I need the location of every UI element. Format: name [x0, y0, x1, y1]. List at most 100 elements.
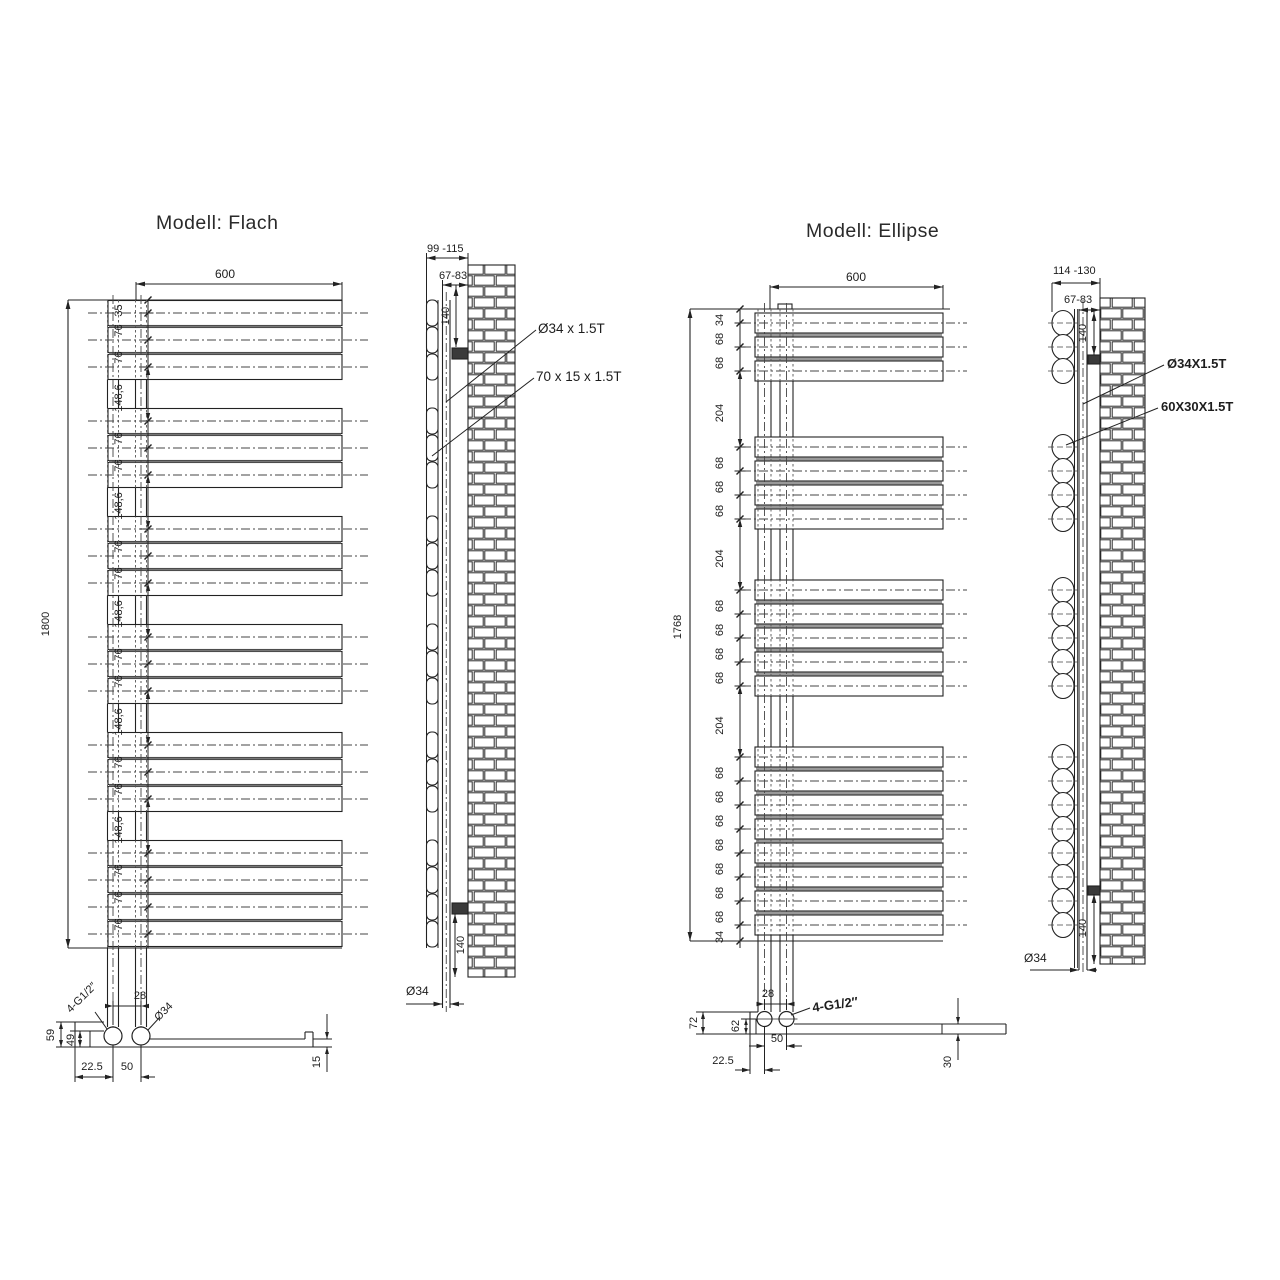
thread-label: 4-G1/2″ — [64, 980, 99, 1015]
dim-label-flach: 35 — [113, 304, 125, 316]
dim-arrow — [452, 914, 458, 923]
dim-arrow — [105, 1074, 113, 1080]
dim-arrow — [325, 1047, 329, 1054]
pipe-connection — [103, 1026, 123, 1046]
dim-arrow — [1087, 967, 1096, 973]
bar-side-section — [425, 515, 439, 543]
dia-label: Ø34 — [152, 1000, 175, 1023]
dim-arrow — [145, 367, 151, 375]
line — [144, 336, 152, 344]
dim-label-ellipse: 68 — [714, 791, 726, 803]
bar-side-section — [425, 650, 439, 678]
dim-arrow — [744, 1028, 748, 1034]
dim-arrow — [701, 1027, 705, 1034]
tube-spec-label: Ø34X1.5T — [1167, 356, 1226, 371]
dim-arrow — [136, 281, 145, 287]
bar-side-section — [425, 461, 439, 489]
bar-side-section — [425, 677, 439, 705]
bar-gap — [109, 865, 341, 868]
dim-arrow — [450, 1001, 459, 1007]
line — [144, 930, 152, 938]
dim-arrow — [1091, 894, 1097, 903]
thread-label: 4-G1/2″ — [811, 994, 859, 1015]
step-height-label: 49 — [65, 1034, 77, 1046]
dim-label-flach: 76 — [113, 918, 125, 930]
brick-wall — [467, 264, 516, 978]
dim-arrow — [459, 282, 468, 288]
width-label: 600 — [215, 267, 235, 281]
dim-label-flach: 76 — [113, 675, 125, 687]
title-flach: Modell: Flach — [156, 212, 278, 234]
bar-gap — [756, 333, 942, 337]
dim-label-ellipse: 68 — [714, 357, 726, 369]
title-ellipse: Modell: Ellipse — [806, 220, 939, 242]
dim-label-ellipse: 68 — [714, 887, 726, 899]
dim-arrow — [78, 1031, 82, 1038]
bracket-dim-label: 140 — [1077, 919, 1089, 937]
dim-label-flach: 76 — [113, 756, 125, 768]
height-label: 59 — [45, 1029, 57, 1041]
bar-gap — [756, 624, 942, 628]
dim-arrow — [737, 686, 743, 694]
wall-offset-label: 114 -130 — [1053, 265, 1096, 277]
wall-bracket — [1087, 885, 1101, 896]
line — [736, 610, 744, 618]
bar-gap — [756, 815, 942, 819]
dim-arrow — [459, 255, 468, 261]
bar-side-section — [425, 839, 439, 867]
line — [736, 873, 744, 881]
dim-label-flach: 76 — [113, 783, 125, 795]
bar-gap — [756, 505, 942, 509]
wall-bracket — [1087, 354, 1101, 365]
dim-arrow — [75, 1074, 83, 1080]
bar-gap — [756, 863, 942, 867]
dim-arrow — [426, 255, 436, 261]
dim-arrow — [956, 1017, 960, 1024]
dim-label-ellipse: 68 — [714, 672, 726, 684]
overall-height-label: 1800 — [40, 612, 52, 636]
dim-arrow — [786, 1043, 795, 1049]
line — [144, 444, 152, 452]
bar-gap — [109, 784, 341, 787]
offset-label: 22.5 — [81, 1061, 102, 1073]
bracket-dim-label: 140 — [440, 307, 452, 325]
dim-arrow — [78, 1040, 82, 1047]
dim-label-ellipse: 68 — [714, 648, 726, 660]
line — [1065, 407, 1159, 446]
dim-arrow — [744, 1019, 748, 1025]
dim-arrow — [770, 284, 779, 290]
line — [736, 777, 744, 785]
bar-side-section — [425, 623, 439, 651]
line — [736, 658, 744, 666]
dim-label-flach: 76 — [113, 432, 125, 444]
profile-spec-label: 70 x 15 x 1.5T — [536, 369, 622, 384]
bar-gap — [109, 325, 341, 328]
bar-side-section — [425, 542, 439, 570]
bar-side-section — [425, 407, 439, 435]
brick-wall — [1099, 297, 1146, 965]
dim-arrow — [145, 583, 151, 591]
profile-spec-label: 60X30X1.5T — [1161, 399, 1233, 414]
dim-label-ellipse: 68 — [714, 624, 726, 636]
dim-label-ellipse: 68 — [714, 911, 726, 923]
dim-label-ellipse: 68 — [714, 505, 726, 517]
dim-arrow — [1091, 280, 1100, 286]
line — [736, 305, 744, 313]
pitch-label: 28 — [762, 988, 774, 1000]
wall-bracket — [451, 902, 469, 915]
dim-arrow — [1052, 280, 1061, 286]
bar-side-section — [425, 731, 439, 759]
bar-side-section — [425, 299, 439, 327]
dim-label-ellipse: 34 — [714, 314, 726, 326]
dim-arrow — [737, 439, 743, 447]
line — [736, 937, 744, 945]
line — [144, 660, 152, 668]
wall-bracket — [451, 347, 469, 360]
step-height-label: 62 — [730, 1020, 742, 1032]
dim-arrow — [453, 338, 459, 347]
line — [94, 1011, 108, 1030]
bar-gap — [109, 649, 341, 652]
line — [736, 634, 744, 642]
bar-gap — [109, 541, 341, 544]
